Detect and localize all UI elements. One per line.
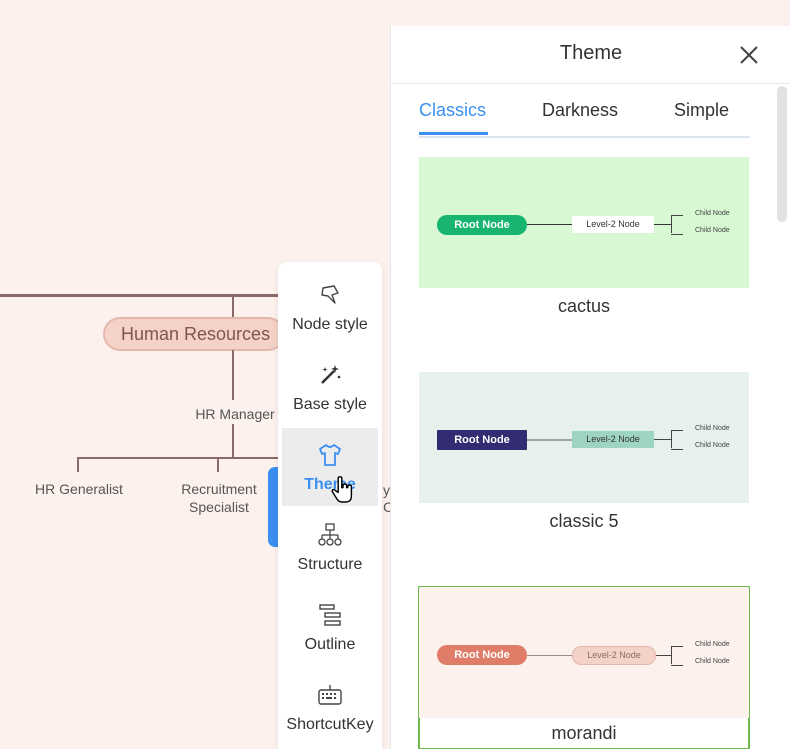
- preview-bracket: [671, 430, 683, 450]
- subtopic-hr-manager[interactable]: HR Manager: [195, 406, 275, 422]
- theme-button[interactable]: Theme: [282, 428, 378, 506]
- preview-bracket: [671, 215, 672, 233]
- preview-level2-node: Level-2 Node: [572, 646, 656, 665]
- tab-classics[interactable]: Classics: [419, 100, 487, 120]
- connector-line: [232, 350, 234, 400]
- tab-simple[interactable]: Simple: [674, 100, 730, 120]
- preview-child-node: Child Node: [695, 227, 730, 234]
- preview-level2-node: Level-2 Node: [572, 216, 654, 233]
- panel-scrollbar[interactable]: [777, 86, 787, 222]
- preview-connector: [654, 439, 671, 440]
- base-style-label: Base style: [293, 396, 367, 413]
- theme-card-cactus[interactable]: Root Node Level-2 Node Child Node Child …: [419, 157, 749, 322]
- panel-header: Theme: [391, 26, 790, 84]
- subtopic-recruitment-specialist[interactable]: Recruitment Specialist: [181, 481, 257, 515]
- theme-preview: Root Node Level-2 Node Child Node Child …: [419, 372, 749, 503]
- node-style-icon: [321, 285, 339, 304]
- base-style-icon: [321, 365, 341, 384]
- connector-line: [217, 457, 219, 472]
- connector-line: [77, 457, 278, 459]
- preview-connector: [527, 224, 572, 225]
- preview-child-node: Child Node: [695, 442, 730, 449]
- hand-cursor-icon: [331, 476, 353, 503]
- theme-name: morandi: [551, 723, 617, 743]
- theme-name: cactus: [557, 296, 611, 316]
- preview-level2-node: Level-2 Node: [572, 431, 654, 448]
- preview-root-node: Root Node: [437, 430, 527, 450]
- close-icon[interactable]: [737, 43, 761, 67]
- preview-child-node: Child Node: [695, 658, 730, 665]
- preview-bracket: [671, 646, 683, 666]
- hidden-node-text: y: [383, 482, 390, 498]
- connector-line: [232, 296, 234, 318]
- preview-child-node: Child Node: [695, 641, 730, 648]
- theme-panel: Theme Classics Darkness Simple Root Node…: [390, 26, 790, 749]
- hidden-node-text: C: [383, 499, 394, 515]
- theme-preview: Root Node Level-2 Node Child Node Child …: [419, 587, 749, 718]
- theme-name: classic 5: [549, 511, 619, 531]
- preview-child-node: Child Node: [695, 425, 730, 432]
- preview-bracket: [671, 215, 683, 235]
- connector-line: [232, 424, 234, 458]
- preview-root-node: Root Node: [437, 645, 527, 665]
- preview-root-node: Root Node: [437, 215, 527, 235]
- connector-line: [0, 294, 278, 297]
- preview-connector: [527, 439, 572, 441]
- active-tab-indicator: [419, 132, 488, 135]
- preview-connector: [656, 655, 671, 656]
- structure-button[interactable]: Structure: [282, 508, 378, 586]
- preview-connector: [654, 224, 671, 225]
- theme-icon: [319, 444, 341, 466]
- connector-line: [77, 457, 79, 472]
- shortcut-key-label: ShortcutKey: [286, 716, 374, 733]
- structure-label: Structure: [297, 556, 363, 573]
- preview-bracket: [671, 430, 672, 448]
- outline-label: Outline: [304, 636, 356, 653]
- subtopic-hr-generalist[interactable]: HR Generalist: [35, 481, 123, 497]
- node-style-button[interactable]: Node style: [282, 268, 378, 346]
- theme-card-morandi[interactable]: Root Node Level-2 Node Child Node Child …: [418, 586, 750, 749]
- preview-child-node: Child Node: [695, 210, 730, 217]
- structure-icon: [318, 523, 342, 546]
- base-style-button[interactable]: Base style: [282, 348, 378, 426]
- keyboard-icon: [318, 685, 342, 705]
- theme-card-classic-5[interactable]: Root Node Level-2 Node Child Node Child …: [419, 372, 749, 537]
- outline-button[interactable]: Outline: [282, 588, 378, 666]
- outline-icon: [319, 604, 341, 626]
- theme-tabs: Classics Darkness Simple: [419, 88, 750, 138]
- preview-bracket: [671, 646, 672, 664]
- side-toolbar: Node style Base style Theme Structure: [278, 262, 382, 749]
- panel-title: Theme: [559, 42, 623, 64]
- node-style-label: Node style: [292, 316, 368, 333]
- topic-node-human-resources[interactable]: Human Resources: [103, 317, 285, 351]
- preview-connector: [527, 655, 572, 656]
- shortcut-key-button[interactable]: ShortcutKey: [282, 668, 378, 746]
- tab-darkness[interactable]: Darkness: [542, 100, 619, 120]
- theme-preview: Root Node Level-2 Node Child Node Child …: [419, 157, 749, 288]
